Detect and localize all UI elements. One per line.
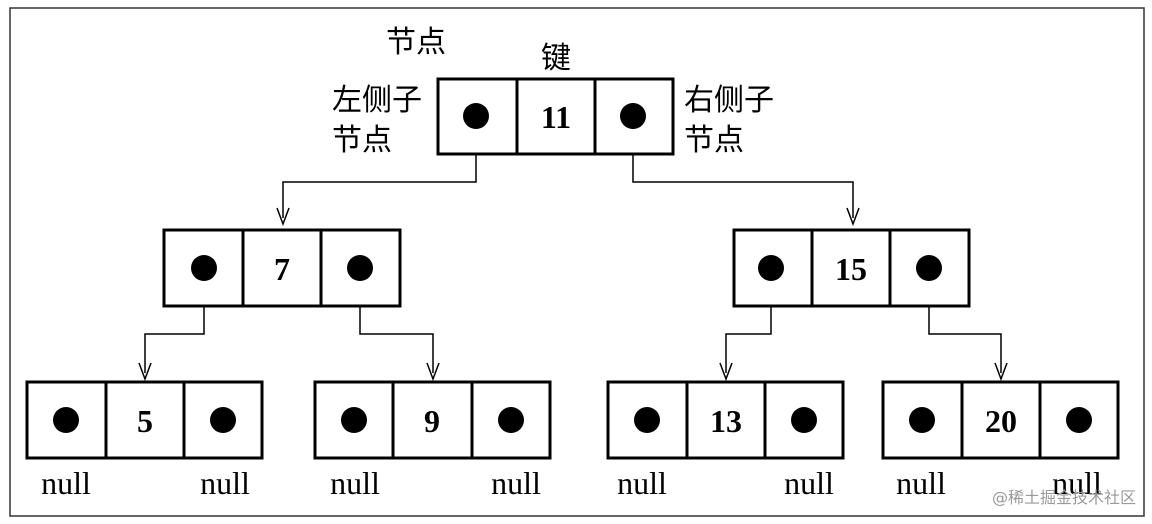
right-null-label: null	[491, 465, 541, 501]
left-child-annotation-line1: 左侧子	[332, 83, 422, 118]
right-null-label: null	[1052, 465, 1102, 501]
right-pointer-dot	[791, 407, 817, 433]
right-pointer-dot	[620, 103, 646, 129]
right-pointer-dot	[498, 407, 524, 433]
key-cell	[810, 228, 892, 308]
arrowhead-13	[719, 362, 733, 382]
left-pointer-dot	[758, 255, 784, 281]
node-key: 20	[985, 403, 1017, 439]
right-pointer-dot	[347, 255, 373, 281]
left-pointer-dot	[53, 407, 79, 433]
tree-node-root: 11	[436, 77, 675, 156]
node-key: 7	[274, 251, 290, 287]
key-cell	[685, 380, 767, 460]
right-null-label: null	[200, 465, 250, 501]
tree-node-20: 20 null null	[881, 380, 1120, 501]
left-pointer-dot	[463, 103, 489, 129]
arrowhead-15	[846, 207, 860, 227]
arrowhead-7	[276, 207, 290, 227]
left-pointer-cell	[162, 228, 245, 308]
right-pointer-dot	[1066, 407, 1092, 433]
node-annotation: 节点	[386, 25, 446, 60]
diagram-frame	[9, 7, 1145, 517]
right-pointer-cell	[763, 380, 845, 460]
key-cell	[515, 77, 597, 156]
tree-node-9: 9 null null	[313, 380, 552, 501]
right-child-annotation-line1: 右侧子	[684, 83, 774, 118]
right-pointer-dot	[210, 407, 236, 433]
left-null-label: null	[896, 465, 946, 501]
left-pointer-dot	[909, 407, 935, 433]
left-pointer-dot	[191, 255, 217, 281]
node-key: 15	[835, 251, 867, 287]
left-pointer-dot	[634, 407, 660, 433]
key-annotation: 键	[541, 41, 571, 76]
watermark: @稀土掘金技术社区	[992, 488, 1136, 507]
node-key: 5	[137, 403, 153, 439]
right-null-label: null	[784, 465, 834, 501]
tree-node-13: 13 null null	[606, 380, 845, 501]
right-pointer-cell	[182, 380, 264, 460]
arrowhead-5	[138, 362, 152, 382]
left-null-label: null	[330, 465, 380, 501]
tree-node-5: 5 null null	[25, 380, 264, 501]
left-child-annotation-line2: 节点	[332, 123, 392, 158]
arrowhead-9	[426, 362, 440, 382]
tree-node-7: 7	[162, 228, 402, 308]
node-key: 9	[424, 403, 440, 439]
annotations: 节点 键 左侧子 节点 右侧子 节点	[332, 25, 774, 158]
node-key: 13	[710, 403, 742, 439]
left-null-label: null	[41, 465, 91, 501]
tree-node-15: 15	[732, 228, 971, 308]
key-cell	[241, 228, 323, 308]
right-child-annotation-line2: 节点	[684, 123, 744, 158]
left-pointer-dot	[341, 407, 367, 433]
node-key: 11	[541, 99, 571, 135]
arrowhead-20	[994, 362, 1008, 382]
left-null-label: null	[617, 465, 667, 501]
right-pointer-dot	[916, 255, 942, 281]
